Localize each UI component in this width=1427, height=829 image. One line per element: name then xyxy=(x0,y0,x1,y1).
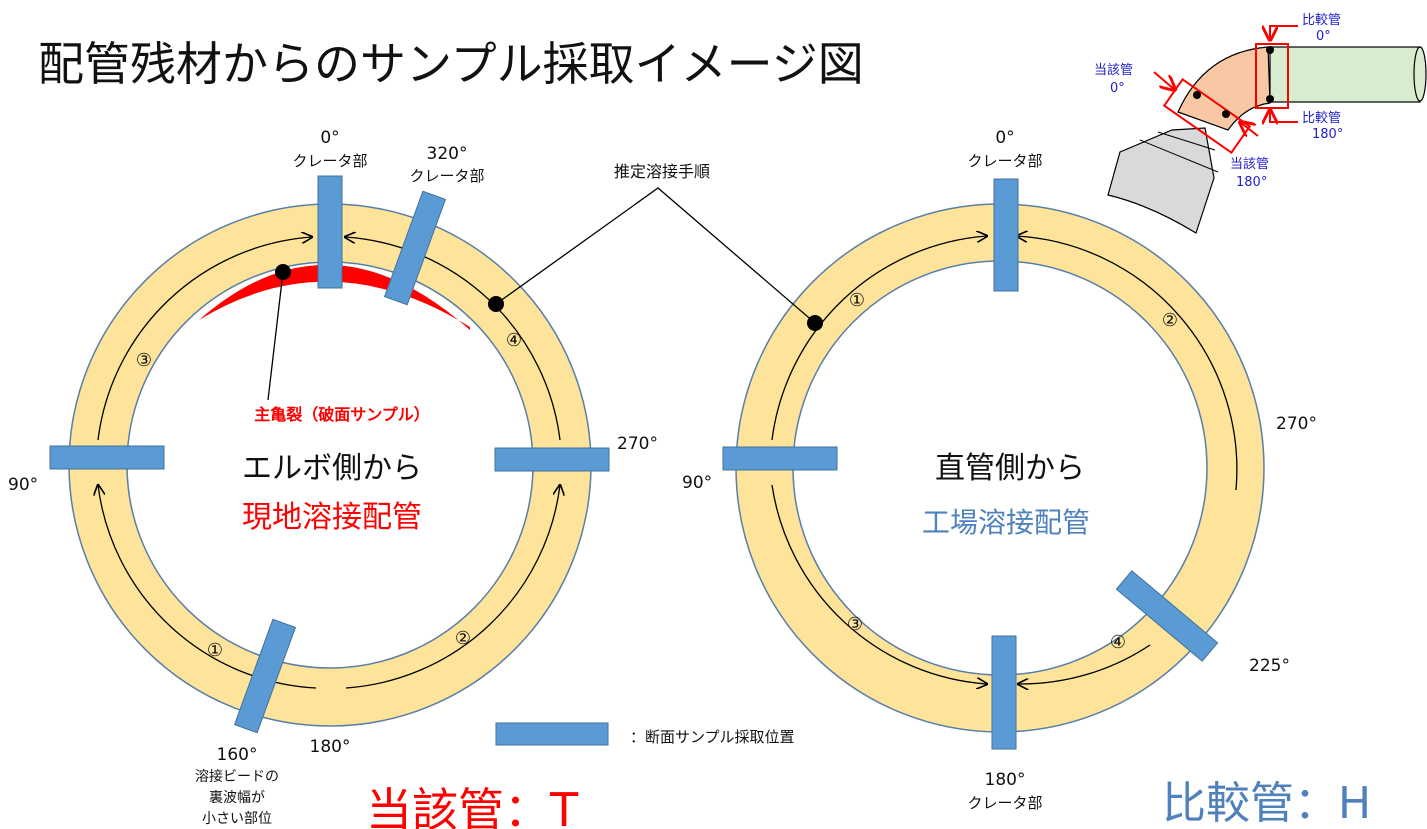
right-center-label: 直管側から xyxy=(935,451,1085,486)
right-ring-group: ① ② ③ ④ 0° クレータ部 90° 270° 225° 180° クレータ… xyxy=(682,128,1317,812)
right-seq-arrow-4 xyxy=(1018,644,1151,684)
right-deg-90: 90° xyxy=(682,473,712,493)
left-ring-group: ③ ④ ① ② 0° クレータ部 320° クレータ部 90° 270° 160… xyxy=(8,128,658,827)
inset-label-target-0-deg: 0° xyxy=(1110,81,1125,96)
left-deg-160-note-1: 溶接ビードの xyxy=(195,768,279,785)
left-deg-90: 90° xyxy=(8,475,38,495)
page-title: 配管残材からのサンプル採取イメージ図 xyxy=(38,37,864,91)
left-deg-180: 180° xyxy=(310,737,351,757)
left-seq-3: ③ xyxy=(136,350,152,371)
right-deg-180-note: クレータ部 xyxy=(967,794,1042,812)
right-sample-bar-225 xyxy=(1115,570,1219,662)
right-deg-180: 180° xyxy=(985,770,1026,790)
inset-dot-comp-0 xyxy=(1266,46,1274,54)
inset-dot-target-0 xyxy=(1193,91,1201,99)
crack-leader-line xyxy=(267,271,284,401)
left-deg-160-note-3: 小さい部位 xyxy=(202,811,272,827)
right-seq-1: ① xyxy=(849,290,865,311)
left-deg-270: 270° xyxy=(617,434,658,454)
legend-label: ：断面サンプル採取位置 xyxy=(630,728,795,746)
inset-label-comp-180: 比較管 xyxy=(1302,111,1341,126)
left-seq-arrow-4 xyxy=(345,237,561,441)
crack-label: 主亀裂（破面サンプル） xyxy=(254,405,430,424)
left-deg-160: 160° xyxy=(217,745,258,765)
left-center-label: エルボ側から xyxy=(242,451,422,486)
right-seq-3: ③ xyxy=(847,614,863,635)
left-deg-320-note: クレータ部 xyxy=(409,167,484,185)
right-seq-2: ② xyxy=(1162,310,1178,331)
right-deg-0: 0° xyxy=(995,128,1014,148)
inset-straight-pipe xyxy=(1269,46,1421,103)
left-sample-bar-320 xyxy=(383,190,447,306)
inset-label-comp-0: 比較管 xyxy=(1302,13,1341,28)
inset-label-target-180: 当該管 xyxy=(1230,156,1269,172)
right-deg-0-note: クレータ部 xyxy=(967,152,1042,170)
target-pipe-label: 当該管：T xyxy=(366,783,579,829)
left-sub-label: 現地溶接配管 xyxy=(242,500,422,535)
inset-label-comp-0-deg: 0° xyxy=(1316,29,1331,44)
inset-arrow-comp-0 xyxy=(1270,25,1298,40)
weld-sequence-label: 推定溶接手順 xyxy=(614,162,710,181)
inset-pipe-end xyxy=(1413,46,1427,102)
pipe-inset: 比較管 0° 比較管 180° 当該管 0° 当該管 180° xyxy=(1094,13,1427,234)
left-seq-4: ④ xyxy=(506,330,522,351)
inset-dot-comp-180 xyxy=(1266,95,1274,103)
right-deg-225: 225° xyxy=(1249,656,1290,676)
right-seq-4: ④ xyxy=(1110,632,1126,653)
left-deg-320: 320° xyxy=(427,144,468,164)
legend-swatch xyxy=(495,722,609,746)
weld-sequence-leader xyxy=(495,187,816,324)
inset-arrow-target-0 xyxy=(1153,71,1175,90)
inset-arrow-comp-180 xyxy=(1270,110,1298,122)
inset-arrow-target-180 xyxy=(1240,122,1259,136)
right-deg-270: 270° xyxy=(1276,414,1317,434)
inset-label-comp-180-deg: 180° xyxy=(1312,127,1343,142)
right-sample-bar-90 xyxy=(722,446,838,471)
left-sample-bar-0 xyxy=(317,175,343,289)
right-sub-label: 工場溶接配管 xyxy=(922,506,1090,539)
left-seq-2: ② xyxy=(455,628,471,649)
inset-box-comparison xyxy=(1255,43,1289,109)
right-seq-arrow-2 xyxy=(1017,236,1238,491)
inset-label-target-180-deg: 180° xyxy=(1236,175,1267,190)
right-sample-bar-0 xyxy=(993,178,1019,292)
inset-gray-pipe-lines xyxy=(1139,131,1219,173)
left-deg-0-note: クレータ部 xyxy=(292,152,367,170)
comparison-pipe-label: 比較管：H xyxy=(1162,778,1371,829)
inset-label-target-0: 当該管 xyxy=(1094,62,1133,78)
left-deg-160-note-2: 裏波幅が xyxy=(209,789,265,806)
left-seq-arrow-3 xyxy=(97,237,312,441)
left-sample-bar-160 xyxy=(233,618,297,734)
left-sample-bar-270 xyxy=(494,447,610,472)
left-deg-0: 0° xyxy=(320,128,339,148)
inset-dot-target-180 xyxy=(1222,110,1230,118)
left-sample-bar-90 xyxy=(49,445,165,470)
right-seq-arrow-1 xyxy=(771,236,987,441)
right-sample-bar-180 xyxy=(991,635,1017,750)
inset-gray-pipe xyxy=(1107,127,1215,234)
right-seq-arrow-3 xyxy=(771,484,987,684)
main-crack-shape xyxy=(199,264,470,330)
left-seq-arrow-2 xyxy=(345,485,560,689)
left-seq-1: ① xyxy=(207,640,223,661)
